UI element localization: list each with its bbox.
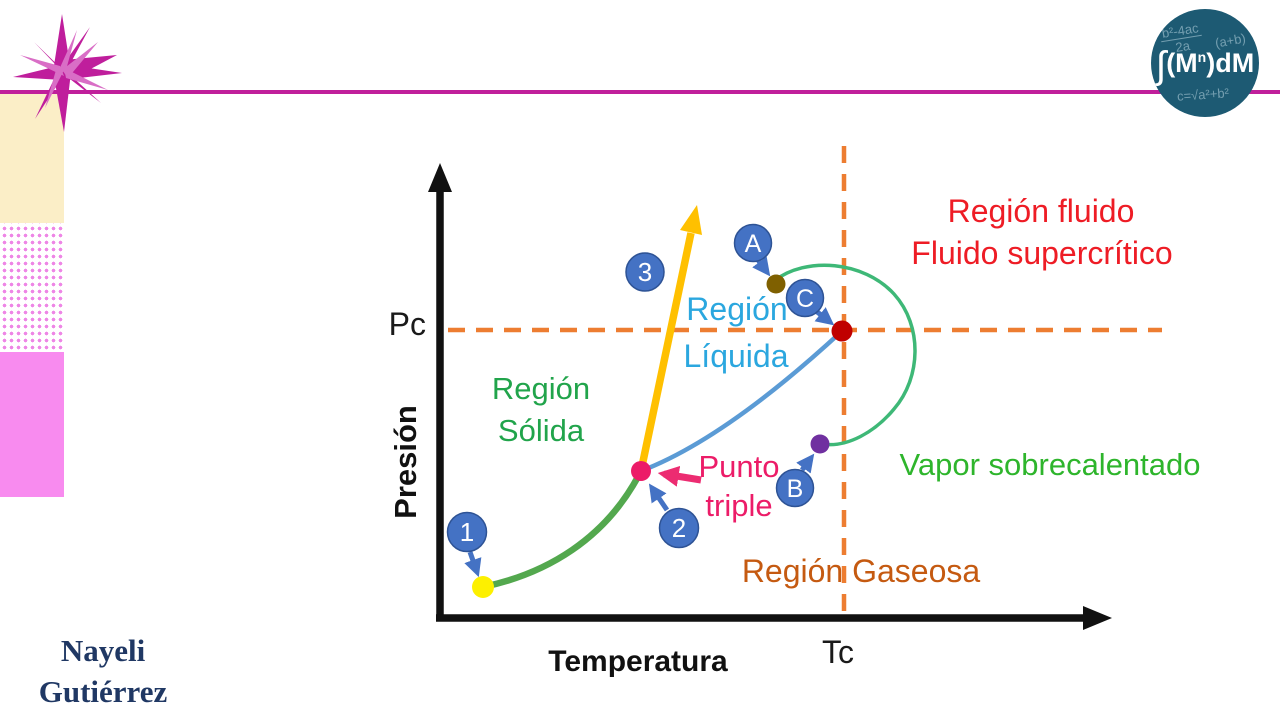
point-a-dot: [766, 274, 786, 294]
arrow-b-to-dot: [796, 453, 815, 474]
arrow-c-to-critical: [814, 307, 835, 326]
marker-b-label: B: [787, 475, 804, 503]
triple-point-dot: [631, 461, 651, 481]
arrow-a-to-dot: [752, 256, 771, 277]
fusion-line: [637, 232, 695, 472]
fusion-line-arrowhead: [680, 205, 702, 235]
marker-b: B: [775, 468, 815, 508]
marker-3-circle: [625, 252, 665, 292]
marker-a-circle: [733, 223, 773, 263]
marker-2-circle: [658, 507, 700, 549]
top-divider-line: [0, 90, 1280, 94]
marker-3: 3: [625, 252, 665, 292]
sidebar-cream-block: [0, 94, 64, 223]
author-last-name: Gutiérrez: [38, 674, 168, 709]
logo-integral-formula: ∫(Mn)dM: [1151, 45, 1259, 88]
pc-label: Pc: [389, 306, 426, 342]
arrow-1-to-start: [464, 551, 482, 578]
starburst-icon: [13, 14, 122, 132]
author-name: Nayeli Gutiérrez: [20, 630, 186, 712]
marker-2: 2: [658, 507, 700, 549]
marker-c-label: C: [796, 285, 814, 313]
sublimation-curve: [479, 467, 645, 591]
x-axis-title: Temperatura: [548, 645, 728, 678]
logo-main-post: )dM: [1206, 48, 1255, 78]
label-region-liquida-2: Líquida: [684, 338, 789, 374]
sidebar-pink-block: [0, 352, 64, 497]
logo-main-sup: n: [1197, 49, 1207, 65]
label-punto-triple-2: triple: [705, 488, 772, 523]
arrow-punto-triple: [657, 465, 702, 487]
logo-main-pre: (M: [1166, 48, 1198, 78]
vaporization-curve: [638, 328, 845, 474]
marker-2-label: 2: [672, 513, 686, 543]
author-first-name: Nayeli: [60, 633, 146, 668]
label-vapor-sobrecalentado: Vapor sobrecalentado: [899, 447, 1200, 482]
marker-c: C: [785, 278, 825, 318]
label-fluido-supercritico: Fluido supercrítico: [911, 235, 1172, 271]
y-axis-title: Presión: [388, 405, 423, 519]
marker-c-circle: [785, 278, 825, 318]
label-region-gaseosa: Región Gaseosa: [742, 553, 981, 589]
label-region-solida-1: Región: [492, 371, 590, 406]
label-region-liquida-1: Región: [686, 291, 787, 327]
marker-a-label: A: [745, 230, 762, 258]
arrow-2-to-triple: [648, 483, 670, 512]
sidebar-dotted-block: [0, 223, 64, 352]
point-b-dot: [810, 434, 830, 454]
x-axis-arrowhead: [1083, 606, 1112, 630]
tc-label: Tc: [822, 634, 854, 670]
marker-1-circle: [446, 511, 488, 553]
critical-point-dot: [831, 320, 853, 342]
channel-logo: b²-4ac 2a (a+b) c=√a²+b² ∫(Mn)dM: [1151, 9, 1259, 117]
label-punto-triple-1: Punto: [698, 449, 779, 484]
marker-1: 1: [446, 511, 488, 553]
marker-b-circle: [775, 468, 815, 508]
start-dot: [472, 576, 494, 598]
marker-a: A: [733, 223, 773, 263]
label-region-solida-2: Sólida: [498, 413, 585, 448]
marker-3-label: 3: [638, 257, 652, 287]
supercritical-arc: [772, 263, 917, 447]
y-axis-arrowhead: [428, 163, 452, 192]
logo-integral-sign: ∫: [1155, 45, 1167, 87]
label-region-fluido: Región fluido: [948, 193, 1135, 229]
marker-1-label: 1: [460, 517, 474, 547]
